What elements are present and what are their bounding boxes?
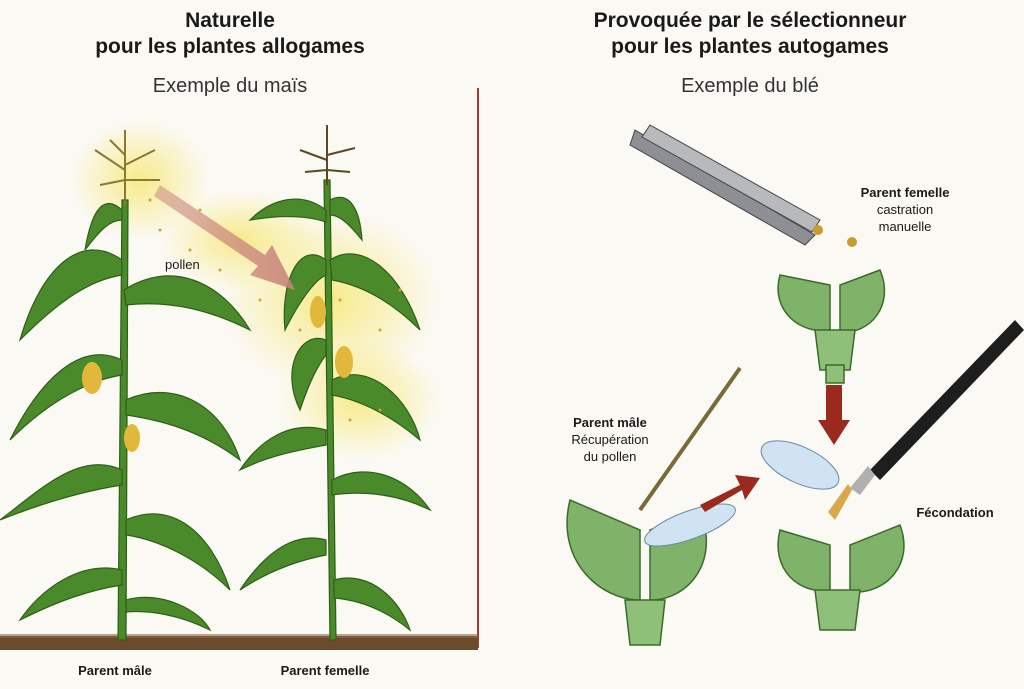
female-tassel xyxy=(299,125,356,185)
petri-dish xyxy=(644,503,736,547)
male-ear-2 xyxy=(124,424,140,452)
male-parent-title: Parent mâle xyxy=(573,415,647,430)
female-corn-plant xyxy=(238,179,432,641)
pollen-arrow xyxy=(154,185,295,290)
left-title: Naturelle pour les plantes allogames xyxy=(20,8,440,60)
brush-handle xyxy=(870,320,1024,480)
male-parent-sub1: Récupération xyxy=(571,432,649,447)
pollen-dots xyxy=(148,198,402,422)
anther xyxy=(813,225,823,235)
needle xyxy=(638,366,742,512)
pollen-dish xyxy=(760,440,840,490)
pollen-label: pollen xyxy=(165,257,200,272)
female-ear xyxy=(310,296,326,328)
male-ear xyxy=(82,362,102,394)
soil xyxy=(0,636,478,650)
female-parent-sub2: manuelle xyxy=(878,219,932,234)
right-title-line2: pour les plantes autogames xyxy=(611,35,889,58)
female-parent-title: Parent femelle xyxy=(860,185,950,200)
right-title: Provoquée par le sélectionneur pour les … xyxy=(500,8,1000,60)
left-subtitle: Exemple du maïs xyxy=(152,75,308,97)
male-parent-label: Parent mâle Récupération du pollen xyxy=(545,414,675,465)
anther-2 xyxy=(847,237,857,247)
female-parent-sub1: castration xyxy=(876,202,934,217)
right-title-line1: Provoquée par le sélectionneur xyxy=(593,9,907,32)
female-parent-label: Parent femelle castration manuelle xyxy=(830,184,980,235)
brush-tip xyxy=(828,484,852,520)
left-male-label: Parent mâle xyxy=(78,663,152,678)
right-subtitle: Exemple du blé xyxy=(681,75,819,97)
female-flower xyxy=(777,269,886,384)
male-tassel xyxy=(94,130,160,205)
male-parent-sub2: du pollen xyxy=(583,449,637,464)
left-female-label: Parent femelle xyxy=(280,663,370,678)
fecondation-label: Fécondation xyxy=(916,505,994,520)
down-arrow-shaft xyxy=(826,385,842,425)
down-arrow-head xyxy=(818,420,850,445)
left-title-line2: pour les plantes allogames xyxy=(95,35,365,58)
female-ear-2 xyxy=(335,346,353,378)
left-title-line1: Naturelle xyxy=(185,9,275,32)
transfer-arrow xyxy=(700,475,760,512)
fecondation-flower xyxy=(777,524,905,631)
tweezers-icon xyxy=(629,124,821,246)
divider xyxy=(477,88,479,648)
